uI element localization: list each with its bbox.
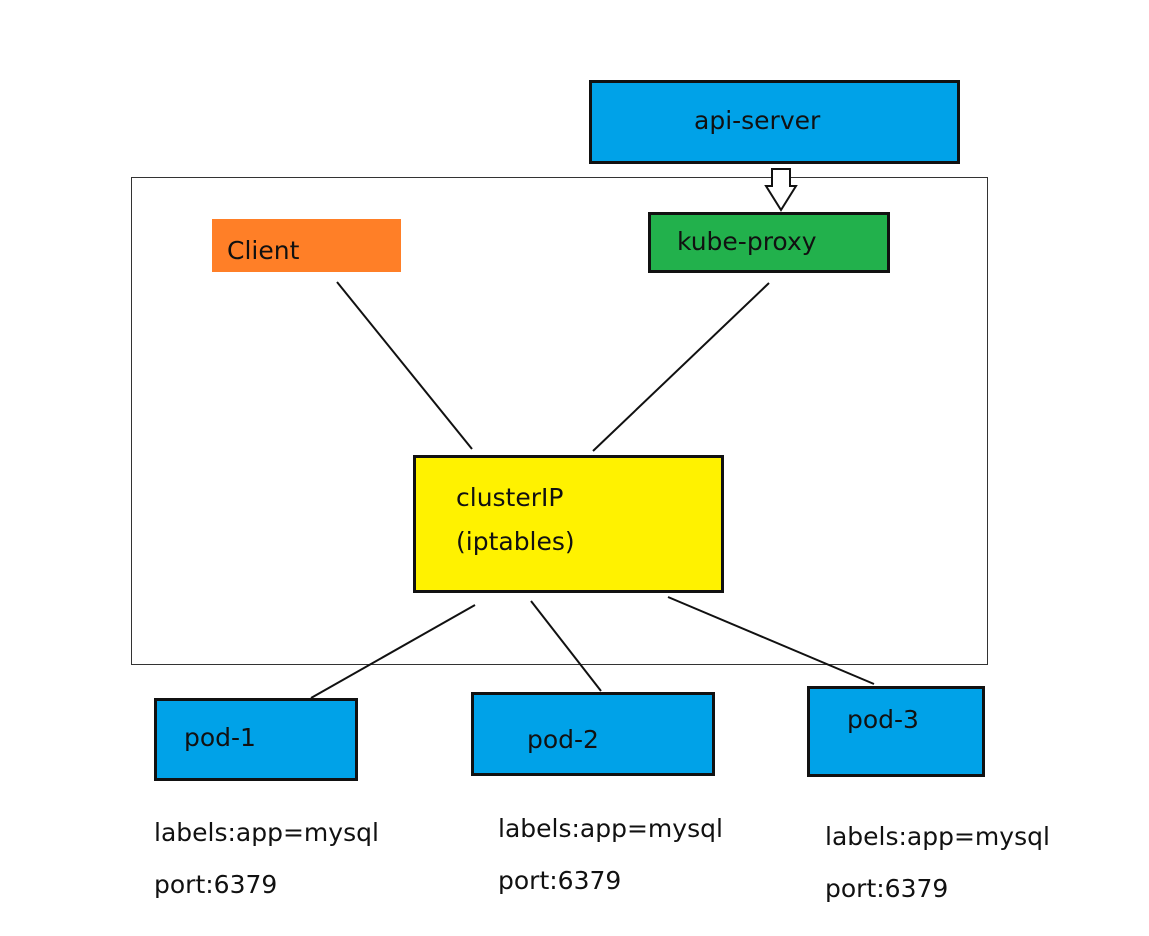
api-server-label: api-server [694, 105, 821, 135]
clusterip-node: clusterIP (iptables) [413, 455, 724, 593]
pod-1-node: pod-1 [154, 698, 358, 781]
pod-3-port: port:6379 [825, 874, 949, 903]
pod-1-port: port:6379 [154, 870, 278, 899]
pod-2-metadata: labels:app=mysql port:6379 [498, 803, 723, 907]
pod-3-labels: labels:app=mysql [825, 822, 1050, 851]
pod-2-labels: labels:app=mysql [498, 814, 723, 843]
api-server-node: api-server [589, 80, 960, 164]
clusterip-label-line1: clusterIP [456, 483, 564, 512]
client-label: Client [227, 236, 300, 265]
pod-1-metadata: labels:app=mysql port:6379 [154, 807, 379, 911]
clusterip-label-line2: (iptables) [456, 527, 575, 556]
pod-3-metadata: labels:app=mysql port:6379 [825, 811, 1050, 915]
pod-1-label: pod-1 [184, 723, 256, 752]
kube-proxy-node: kube-proxy [648, 212, 890, 273]
pod-2-label: pod-2 [527, 724, 599, 754]
kube-proxy-label: kube-proxy [677, 227, 817, 256]
client-node: Client [212, 219, 401, 272]
pod-3-node: pod-3 [807, 686, 985, 777]
pod-2-port: port:6379 [498, 866, 622, 895]
pod-1-labels: labels:app=mysql [154, 818, 379, 847]
pod-2-node: pod-2 [471, 692, 715, 776]
pod-3-label: pod-3 [847, 705, 919, 734]
